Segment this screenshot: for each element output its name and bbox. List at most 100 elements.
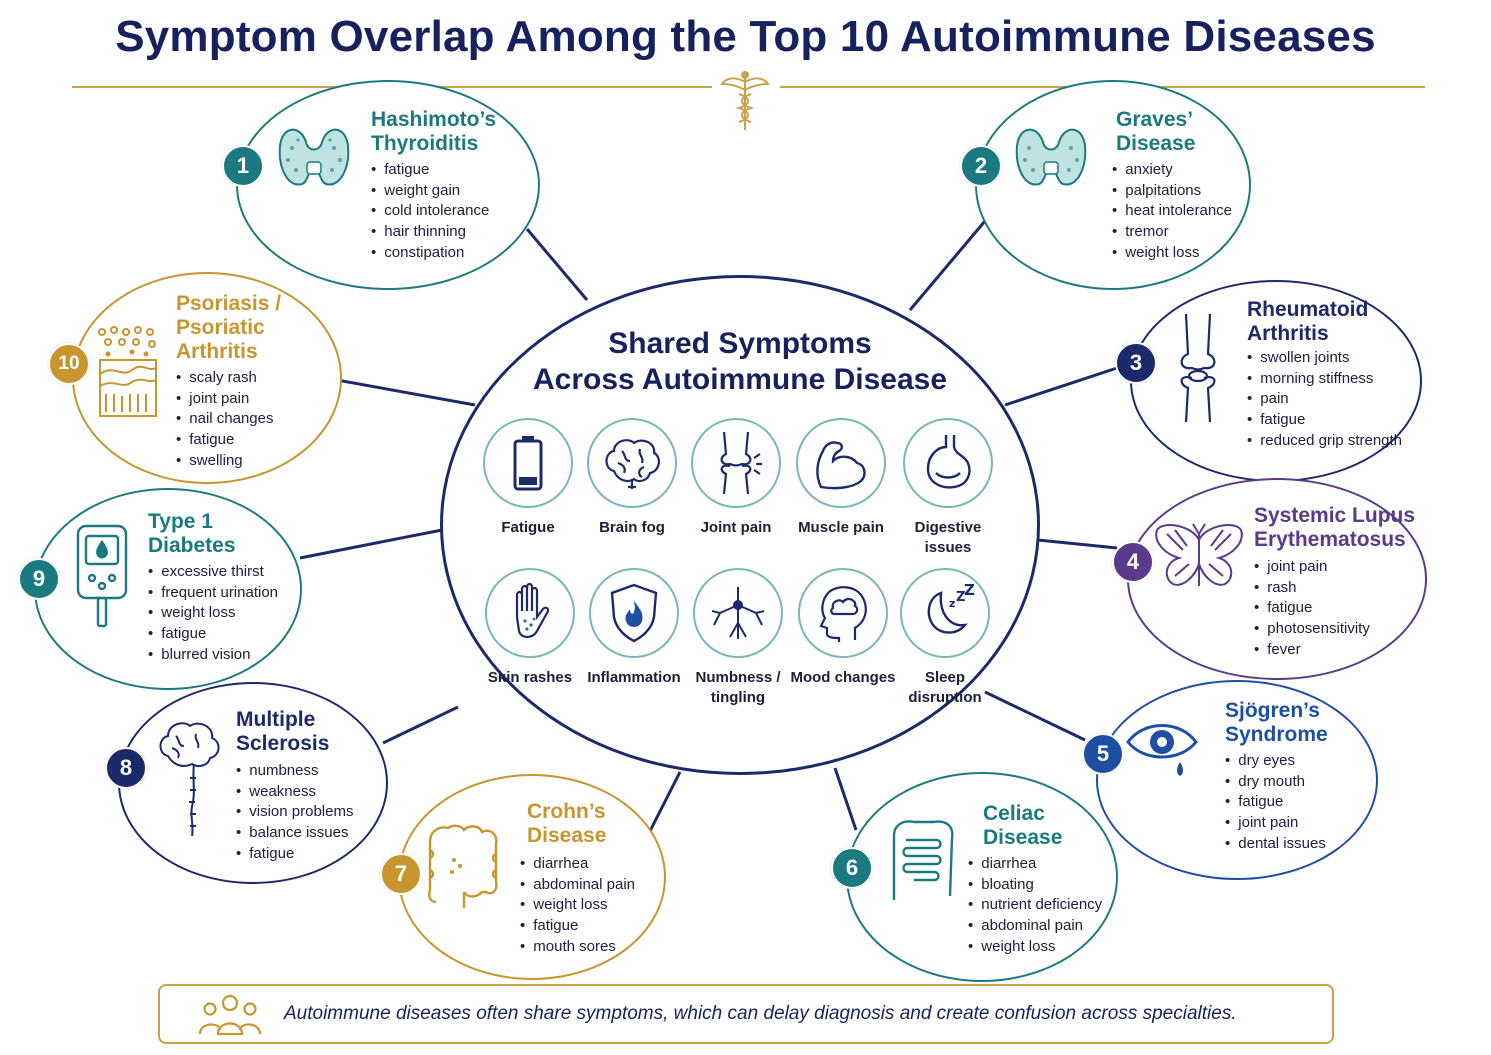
caduceus-icon — [720, 71, 770, 130]
moon-zzz-icon: z Z Z — [927, 583, 975, 634]
disease-name: Psoriasis / Psoriatic Arthritis — [176, 292, 282, 363]
list-item: blurred vision — [148, 645, 278, 666]
list-item: nutrient deficiency — [968, 895, 1102, 916]
flexed-arm-icon — [816, 441, 866, 490]
list-item: fatigue — [148, 624, 278, 645]
disease-card-celiac: Celiac Disease diarrhea bloating nutrien… — [846, 772, 1118, 982]
list-item: weight loss — [520, 895, 635, 916]
symptom-list: diarrhea bloating nutrient deficiency ab… — [968, 854, 1102, 958]
list-item: heat intolerance — [1112, 201, 1232, 222]
list-item: diarrhea — [520, 854, 635, 875]
list-item: swollen joints — [1247, 348, 1402, 369]
intestine-icon — [428, 824, 498, 908]
list-item: fatigue — [236, 844, 353, 865]
list-item: fatigue — [371, 160, 489, 181]
butterfly-icon — [1155, 523, 1243, 586]
symptom-list: anxiety palpitations heat intolerance tr… — [1112, 160, 1232, 264]
disease-number-badge: 1 — [222, 145, 264, 187]
list-item: photosensitivity — [1254, 619, 1370, 640]
brain-icon — [605, 439, 660, 489]
disease-number-badge: 9 — [18, 558, 60, 600]
disease-number-badge: 5 — [1082, 733, 1124, 775]
list-item: fatigue — [176, 430, 274, 451]
brain-spine-icon — [159, 722, 220, 837]
symptom-fatigue: Fatigue — [473, 418, 583, 538]
list-item: fatigue — [1247, 410, 1402, 431]
list-item: palpitations — [1112, 181, 1232, 202]
list-item: numbness — [236, 761, 353, 782]
list-item: fatigue — [1254, 598, 1370, 619]
list-item: dry mouth — [1225, 772, 1326, 793]
flame-shield-icon — [610, 583, 658, 643]
hand-rash-icon — [515, 582, 550, 639]
disease-name: Sjögren’s Syndrome — [1225, 699, 1328, 746]
people-group-icon — [198, 994, 262, 1036]
disease-name: Type 1 Diabetes — [148, 510, 236, 557]
footer-text: Autoimmune diseases often share symptoms… — [284, 1003, 1237, 1024]
list-item: weakness — [236, 782, 353, 803]
symptom-skin-rashes: Skin rashes — [475, 568, 585, 688]
symptom-list: diarrhea abdominal pain weight loss fati… — [520, 854, 635, 958]
battery-low-icon — [513, 436, 543, 491]
list-item: fatigue — [1225, 792, 1326, 813]
list-item: bloating — [968, 875, 1102, 896]
list-item: joint pain — [1225, 813, 1326, 834]
list-item: anxiety — [1112, 160, 1232, 181]
disease-number-badge: 6 — [831, 847, 873, 889]
disease-card-psoriasis: Psoriasis / Psoriatic Arthritis scaly ra… — [72, 272, 342, 484]
shared-symptoms-hub: Shared Symptoms Across Autoimmune Diseas… — [440, 275, 1040, 775]
eye-tear-icon — [1126, 724, 1198, 776]
disease-name: Systemic Lupus Erythematosus — [1254, 504, 1416, 551]
list-item: pain — [1247, 389, 1402, 410]
disease-card-sjogrens: Sjögren’s Syndrome dry eyes dry mouth fa… — [1096, 680, 1378, 880]
list-item: dry eyes — [1225, 751, 1326, 772]
symptom-brain-fog: Brain fog — [577, 418, 687, 538]
glucose-meter-icon — [76, 524, 128, 628]
symptom-joint-pain: Joint pain — [681, 418, 791, 538]
svg-text:z: z — [949, 597, 955, 610]
thyroid-icon — [1015, 128, 1087, 186]
list-item: cold intolerance — [371, 201, 489, 222]
symptom-numbness: Numbness / tingling — [683, 568, 793, 708]
disease-name: Rheumatoid Arthritis — [1247, 298, 1369, 345]
footer-note: Autoimmune diseases often share symptoms… — [158, 984, 1334, 1044]
disease-name: Hashimoto’s Thyroiditis — [371, 108, 497, 155]
symptom-list: excessive thirst frequent urination weig… — [148, 562, 278, 666]
symptom-list: dry eyes dry mouth fatigue joint pain de… — [1225, 751, 1326, 855]
thyroid-icon — [278, 128, 350, 186]
skin-layers-icon — [98, 326, 157, 417]
list-item: joint pain — [176, 389, 274, 410]
list-item: dental issues — [1225, 834, 1326, 855]
symptom-list: fatigue weight gain cold intolerance hai… — [371, 160, 489, 264]
symptom-mood-changes: Mood changes — [788, 568, 898, 688]
list-item: fever — [1254, 640, 1370, 661]
symptom-list: scaly rash joint pain nail changes fatig… — [176, 368, 274, 472]
stomach-icon — [926, 435, 971, 489]
symptom-muscle-pain: Muscle pain — [786, 418, 896, 538]
list-item: swelling — [176, 451, 274, 472]
nerve-cell-icon — [711, 587, 765, 639]
disease-card-hashimotos: Hashimoto’s Thyroiditis fatigue weight g… — [236, 80, 540, 290]
list-item: weight loss — [968, 937, 1102, 958]
symptom-digestive-issues: Digestive issues — [893, 418, 1003, 558]
disease-name: Crohn’s Disease — [527, 800, 607, 847]
list-item: fatigue — [520, 916, 635, 937]
list-item: morning stiffness — [1247, 369, 1402, 390]
symptom-list: numbness weakness vision problems balanc… — [236, 761, 353, 865]
list-item: diarrhea — [968, 854, 1102, 875]
head-cloud-icon — [819, 586, 867, 642]
page-title: Symptom Overlap Among the Top 10 Autoimm… — [115, 12, 1376, 61]
list-item: mouth sores — [520, 937, 635, 958]
disease-name: Graves’ Disease — [1116, 108, 1196, 155]
list-item: tremor — [1112, 222, 1232, 243]
list-item: hair thinning — [371, 222, 489, 243]
disease-number-badge: 3 — [1115, 342, 1157, 384]
disease-number-badge: 8 — [105, 747, 147, 789]
disease-card-type1-diabetes: Type 1 Diabetes excessive thirst frequen… — [34, 488, 302, 690]
disease-number-badge: 7 — [380, 853, 422, 895]
disease-number-badge: 4 — [1112, 541, 1154, 583]
list-item: reduced grip strength — [1247, 431, 1402, 452]
list-item: excessive thirst — [148, 562, 278, 583]
list-item: weight loss — [1112, 243, 1232, 264]
